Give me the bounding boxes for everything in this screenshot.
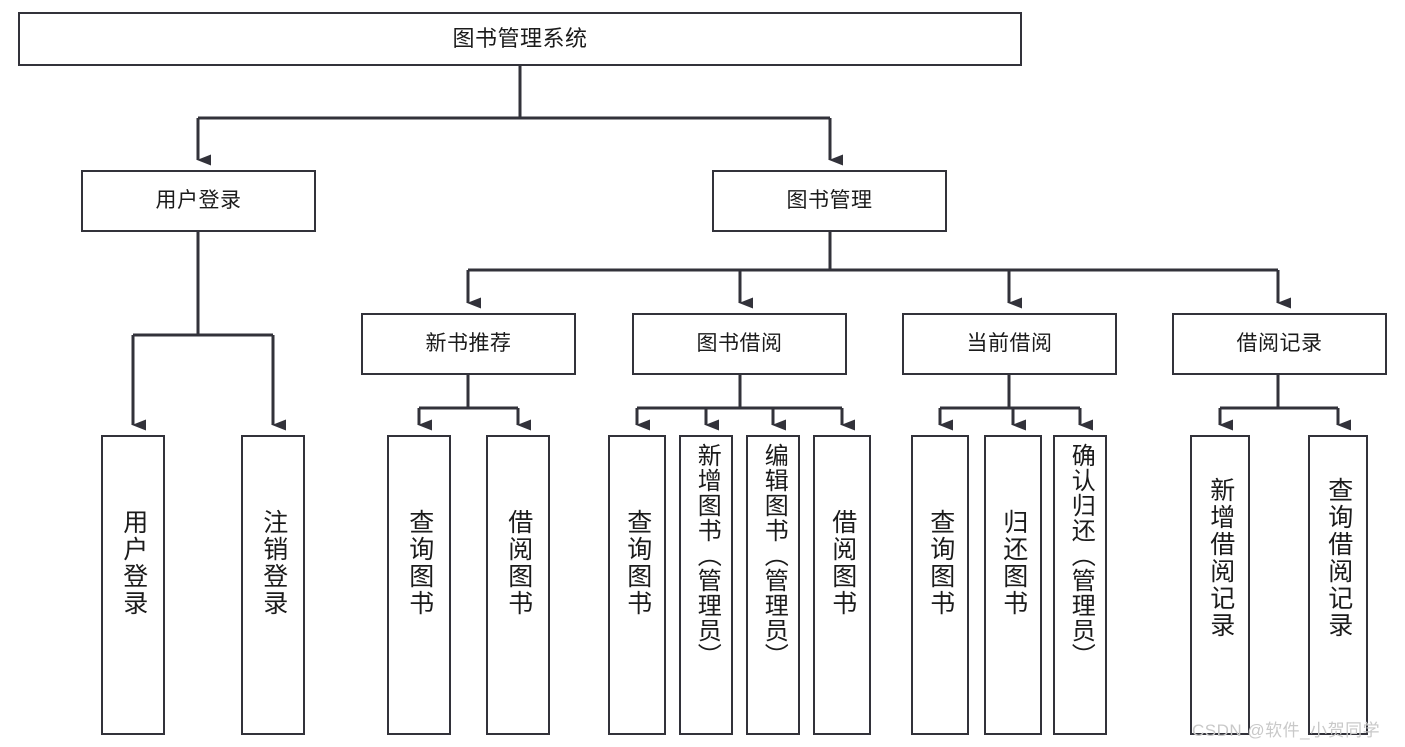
node-book-borrow[interactable]: 图书借阅 — [632, 313, 847, 375]
node-leaf-query-book-borrow-label: 查询图书 — [623, 509, 652, 617]
node-leaf-logout-login-label: 注销登录 — [259, 509, 288, 617]
node-leaf-query-borrow-record[interactable]: 查询借阅记录 — [1308, 435, 1368, 735]
node-user-login[interactable]: 用户登录 — [81, 170, 316, 232]
node-leaf-borrow-book-label: 借阅图书 — [828, 509, 857, 617]
node-leaf-confirm-return-label: 确认归还（管理员） — [1067, 443, 1095, 668]
node-book-borrow-label: 图书借阅 — [696, 332, 783, 356]
node-leaf-edit-book[interactable]: 编辑图书（管理员） — [746, 435, 800, 735]
node-leaf-query-book-current[interactable]: 查询图书 — [911, 435, 969, 735]
node-book-manage-label: 图书管理 — [786, 189, 873, 213]
node-leaf-user-login-label: 用户登录 — [119, 509, 148, 617]
node-leaf-return-book[interactable]: 归还图书 — [984, 435, 1042, 735]
node-leaf-query-book-rec[interactable]: 查询图书 — [387, 435, 451, 735]
node-new-book-rec-label: 新书推荐 — [425, 332, 512, 356]
node-current-borrow-label: 当前借阅 — [966, 332, 1053, 356]
node-leaf-add-borrow-record[interactable]: 新增借阅记录 — [1190, 435, 1250, 735]
node-leaf-query-book-borrow[interactable]: 查询图书 — [608, 435, 666, 735]
node-leaf-add-borrow-record-label: 新增借阅记录 — [1206, 477, 1235, 639]
node-leaf-edit-book-label: 编辑图书（管理员） — [760, 443, 788, 668]
node-borrow-record-label: 借阅记录 — [1236, 332, 1323, 356]
node-leaf-user-login[interactable]: 用户登录 — [101, 435, 165, 735]
node-borrow-record[interactable]: 借阅记录 — [1172, 313, 1387, 375]
node-leaf-confirm-return[interactable]: 确认归还（管理员） — [1053, 435, 1107, 735]
node-leaf-borrow-book[interactable]: 借阅图书 — [813, 435, 871, 735]
node-user-login-label: 用户登录 — [155, 189, 242, 213]
csdn-watermark: CSDN @软件_小贺同学 — [1192, 721, 1381, 740]
node-leaf-borrow-book-rec-label: 借阅图书 — [504, 509, 533, 617]
node-root-label: 图书管理系统 — [452, 25, 588, 51]
node-new-book-rec[interactable]: 新书推荐 — [361, 313, 576, 375]
node-leaf-return-book-label: 归还图书 — [999, 509, 1028, 617]
node-leaf-query-borrow-record-label: 查询借阅记录 — [1324, 477, 1353, 639]
node-leaf-add-book-label: 新增图书（管理员） — [693, 443, 721, 668]
node-root[interactable]: 图书管理系统 — [18, 12, 1022, 66]
node-leaf-add-book[interactable]: 新增图书（管理员） — [679, 435, 733, 735]
node-leaf-borrow-book-rec[interactable]: 借阅图书 — [486, 435, 550, 735]
node-leaf-query-book-current-label: 查询图书 — [926, 509, 955, 617]
node-book-manage[interactable]: 图书管理 — [712, 170, 947, 232]
node-leaf-logout-login[interactable]: 注销登录 — [241, 435, 305, 735]
node-leaf-query-book-rec-label: 查询图书 — [405, 509, 434, 617]
node-current-borrow[interactable]: 当前借阅 — [902, 313, 1117, 375]
